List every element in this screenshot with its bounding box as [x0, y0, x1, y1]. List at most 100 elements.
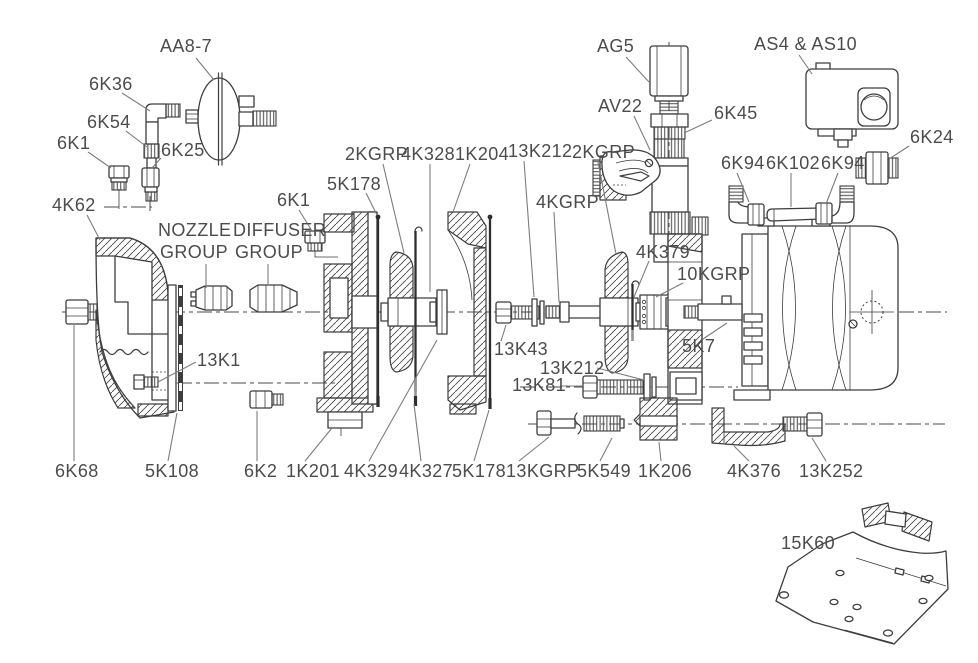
part-label-2kgrp-left: 2KGRP	[345, 144, 408, 164]
part-label-10kgrp: 10KGRP	[677, 264, 750, 284]
part-label-diffuser-2: GROUP	[235, 242, 303, 262]
part-label-5k7: 5K7	[682, 336, 715, 356]
seal-housing-flange	[667, 233, 703, 405]
casing-1k201	[316, 211, 378, 436]
part-label-as4-as10: AS4 & AS10	[754, 34, 857, 54]
body-threads	[649, 211, 691, 235]
part-label-6k24: 6K24	[910, 127, 954, 147]
angle-bracket-4k376	[711, 407, 786, 447]
part-label-av22: AV22	[598, 96, 642, 116]
spacer-4k327-part	[436, 289, 448, 335]
elbow-6k36	[145, 103, 167, 123]
threads-6k45	[653, 126, 686, 140]
motor-shaft-5k7	[683, 295, 743, 321]
part-label-5k178-bottom: 5K178	[452, 461, 506, 481]
part-label-4k379: 4K379	[636, 242, 690, 262]
fitting-stack-6k36-6k54-6k25	[141, 103, 181, 202]
part-label-13k252: 13K252	[799, 461, 863, 481]
part-label-nozzle-1: NOZZLE	[158, 220, 231, 240]
union-6k24	[855, 151, 899, 185]
part-label-13k1: 13K1	[197, 350, 241, 370]
part-label-6k1-a: 6K1	[57, 133, 90, 153]
part-labels: AA8-7 6K36 6K54 6K1 6K25 4K62 NOZZLE GRO…	[52, 34, 954, 553]
plug-6k1-second	[304, 230, 338, 258]
part-label-2kgrp-right: 2KGRP	[572, 142, 635, 162]
part-label-nozzle-2: GROUP	[160, 242, 228, 262]
part-label-13k212-low: 13K212	[540, 358, 604, 378]
part-label-diffuser-1: DIFFUSER	[233, 220, 326, 240]
motor-body	[767, 225, 899, 391]
part-label-6k45: 6K45	[714, 103, 758, 123]
part-label-6k94-left: 6K94	[721, 153, 765, 173]
bolt-13k81	[582, 375, 644, 399]
slinger-4k379	[631, 280, 640, 341]
part-label-4k62: 4K62	[52, 195, 96, 215]
part-label-4k327: 4K327	[399, 461, 453, 481]
part-label-1k201: 1K201	[286, 461, 340, 481]
elbow-6k94-left	[728, 185, 765, 226]
washer-13k212-low	[643, 373, 657, 401]
part-label-5k549: 5K549	[577, 461, 631, 481]
bracket-1k206	[633, 397, 678, 441]
air-volume-control-aa8-7	[185, 72, 277, 166]
plug-6k1-first	[108, 165, 130, 191]
part-label-13k43: 13K43	[494, 339, 548, 359]
part-label-13k81: 13K81	[512, 375, 566, 395]
nozzle-group-part	[190, 285, 233, 311]
jam-nut	[650, 113, 689, 128]
elbow-6k94-right	[815, 185, 855, 225]
impeller-2kgrp-left	[380, 251, 437, 373]
bolt-13k252	[782, 412, 823, 437]
part-label-6k68: 6K68	[55, 461, 99, 481]
part-label-15k60: 15K60	[781, 533, 835, 553]
casing-flange	[167, 284, 177, 412]
valve-spring	[659, 100, 679, 116]
diffuser-group-part	[249, 284, 298, 313]
part-label-6k94-right: 6K94	[821, 153, 865, 173]
motor	[733, 217, 899, 401]
tube-6k102	[766, 207, 821, 222]
gasket-5k178-second	[487, 214, 493, 409]
part-label-4k328: 4K328	[401, 144, 455, 164]
part-label-aa8-7: AA8-7	[160, 36, 212, 56]
stud-5k549-part	[583, 415, 621, 432]
part-label-ag5: AG5	[597, 36, 634, 56]
pad-right-block	[901, 511, 933, 542]
valve-ag5	[649, 45, 689, 140]
diffuser-body-1k204	[447, 211, 487, 415]
part-label-1k204: 1K204	[455, 144, 509, 164]
part-label-13kgrp: 13KGRP	[506, 461, 579, 481]
part-label-6k2: 6K2	[244, 461, 277, 481]
part-label-13k212-top: 13K212	[508, 141, 572, 161]
part-label-6k25: 6K25	[161, 140, 205, 160]
part-label-5k108: 5K108	[145, 461, 199, 481]
bolt-break-symbol	[574, 412, 582, 435]
part-label-4k329: 4K329	[344, 461, 398, 481]
washer-13k212-top	[531, 298, 545, 327]
part-label-4kgrp: 4KGRP	[536, 192, 599, 212]
part-label-1k206: 1K206	[638, 461, 692, 481]
plate-body	[775, 531, 949, 645]
pad-center-bar	[884, 510, 907, 528]
part-label-5k178-top: 5K178	[327, 174, 381, 194]
elbow-threads	[165, 103, 181, 118]
plug-6k2	[249, 390, 284, 409]
base-plate-15k60	[775, 502, 949, 645]
bolt-13k1	[133, 374, 159, 390]
gasket-5k108	[178, 285, 183, 411]
part-label-6k36: 6K36	[89, 74, 133, 94]
pressure-switch-as4-as10	[805, 62, 899, 148]
bolt-13kgrp	[536, 410, 625, 436]
part-label-6k54: 6K54	[87, 112, 131, 132]
slinger-4k328	[413, 226, 423, 406]
pump-bracket-4k62	[95, 237, 183, 419]
mechanical-seal-10kgrp	[639, 294, 673, 330]
gasket-5k178-first	[375, 214, 381, 407]
shaft-key	[721, 295, 732, 305]
part-label-6k1-b: 6K1	[277, 190, 310, 210]
leader-lines	[73, 54, 910, 462]
part-label-6k102: 6K102	[766, 153, 820, 173]
impeller-2kgrp-right	[599, 251, 643, 374]
